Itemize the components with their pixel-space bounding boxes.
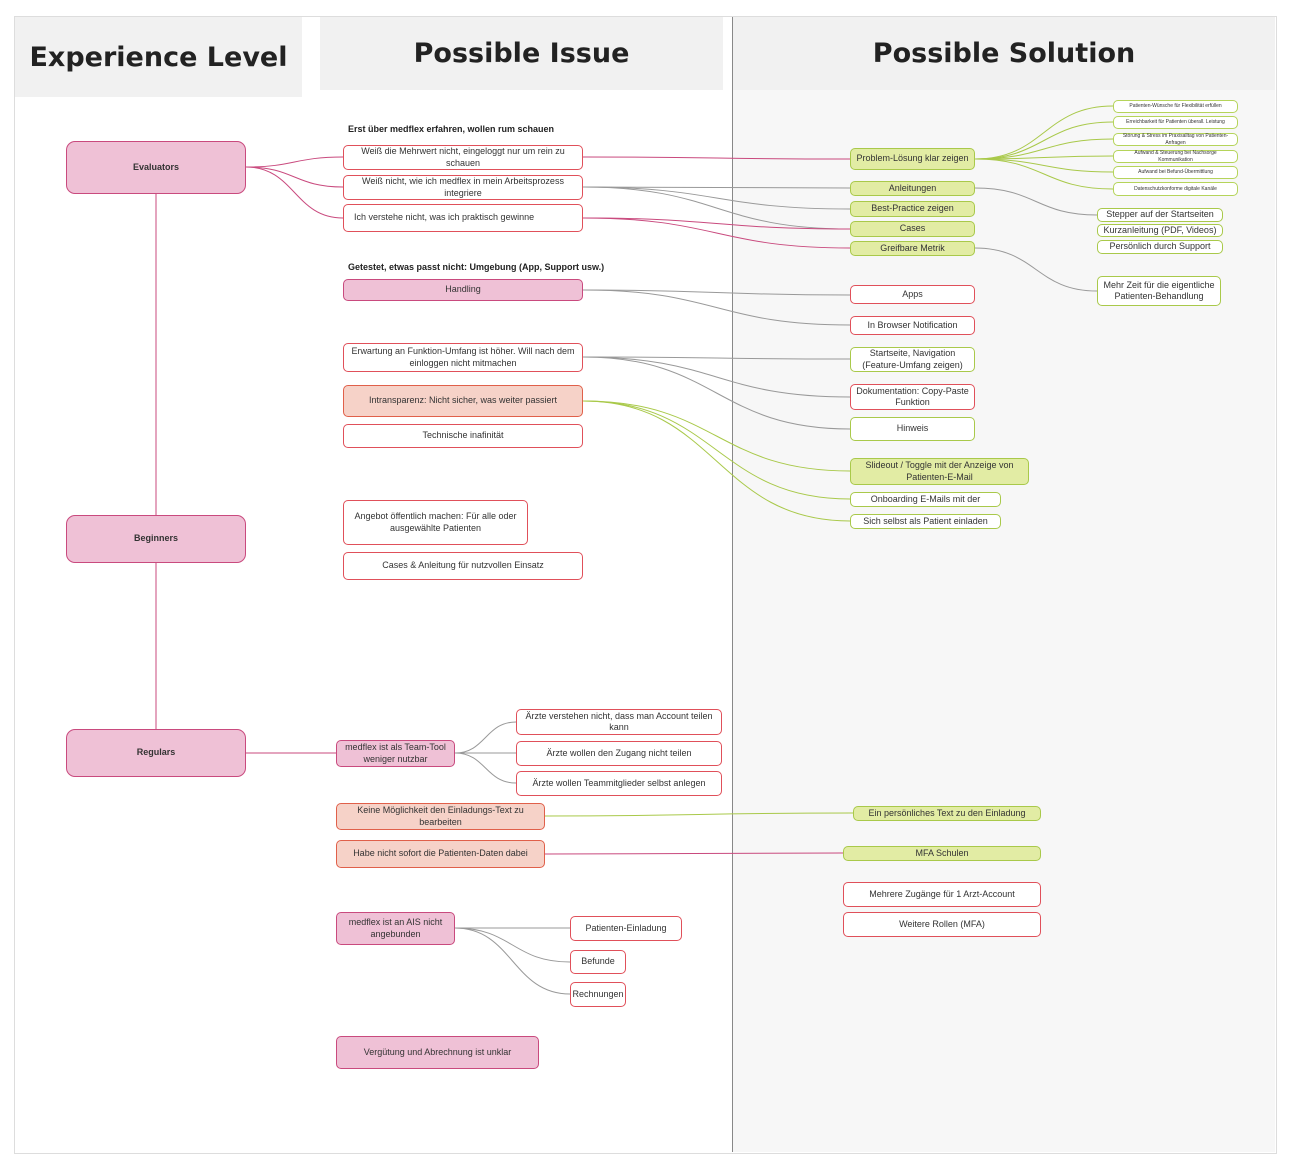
connector-line [454,927,571,995]
solution-area [733,90,1275,1152]
connector-line [974,105,1114,160]
connector-line [974,158,1114,190]
column-divider [732,17,733,1152]
benefit-node[interactable]: Aufwand bei Befund-Übermittlung [1113,166,1238,179]
issue-node[interactable]: Erwartung an Funktion-Umfang ist höher. … [343,343,583,372]
connector-line [582,186,851,230]
issue-node[interactable]: Befunde [570,950,626,974]
solution-node[interactable]: Problem-Lösung klar zeigen [850,148,975,170]
solution-node[interactable]: In Browser Notification [850,316,975,335]
issue-node[interactable]: medflex ist an AIS nicht angebunden [336,912,455,945]
solution-node[interactable]: Greifbare Metrik [850,241,975,256]
solution-node[interactable]: Persönlich durch Support [1097,240,1223,254]
benefit-node[interactable]: Erreichbarkeit für Patienten überall. Le… [1113,116,1238,129]
issue-node[interactable]: Handling [343,279,583,301]
issue-node[interactable]: Habe nicht sofort die Patienten-Daten da… [336,840,545,868]
solution-node[interactable]: Apps [850,285,975,304]
connector-line [582,289,851,326]
connector-line [582,356,851,430]
connector-line [582,217,851,249]
connector-line [544,852,844,855]
level-beginners[interactable]: Beginners [66,515,246,563]
solution-node[interactable]: Mehr Zeit für die eigentliche Patienten-… [1097,276,1221,306]
issue-node[interactable]: Patienten-Einladung [570,916,682,941]
issue-node[interactable]: Weiß die Mehrwert nicht, eingeloggt nur … [343,145,583,170]
solution-node[interactable]: Stepper auf der Startseiten [1097,208,1223,222]
issue-node[interactable]: Angebot öffentlich machen: Für alle oder… [343,500,528,545]
issue-node[interactable]: Ärzte verstehen nicht, dass man Account … [516,709,722,735]
header-possible-issue: Possible Issue [320,17,723,90]
level-regulars[interactable]: Regulars [66,729,246,777]
section-label-evaluators: Erst über medflex erfahren, wollen rum s… [348,124,555,134]
connector-line [245,156,344,168]
connector-line [974,247,1098,292]
solution-node[interactable]: Sich selbst als Patient einladen [850,514,1001,529]
connector-line [582,186,851,210]
issue-node[interactable]: Ärzte wollen den Zugang nicht teilen [516,741,722,766]
solution-node[interactable]: Cases [850,221,975,237]
connector-line [582,156,851,160]
connector-line [974,121,1114,160]
connector-line [582,217,851,230]
issue-node[interactable]: Cases & Anleitung für nutzvollen Einsatz [343,552,583,580]
issue-node[interactable]: Vergütung und Abrechnung ist unklar [336,1036,539,1069]
issue-node[interactable]: Keine Möglichkeit den Einladungs-Text zu… [336,803,545,830]
solution-node[interactable]: Mehrere Zugänge für 1 Arzt-Account [843,882,1041,907]
connector-line [582,400,851,522]
solution-node[interactable]: Slideout / Toggle mit der Anzeige von Pa… [850,458,1029,485]
solution-node[interactable]: Hinweis [850,417,975,441]
solution-node[interactable]: MFA Schulen [843,846,1041,861]
issue-node[interactable]: Technische inafinität [343,424,583,448]
connector-line [544,812,854,817]
connector-line [582,356,851,398]
solution-node[interactable]: Anleitungen [850,181,975,196]
issue-node[interactable]: Ich verstehe nicht, was ich praktisch ge… [343,204,583,232]
solution-node[interactable]: Kurzanleitung (PDF, Videos) [1097,224,1223,237]
benefit-node[interactable]: Aufwand & Steuerung bei Nachsorge Kommun… [1113,150,1238,163]
solution-node[interactable]: Weitere Rollen (MFA) [843,912,1041,937]
solution-node[interactable]: Best-Practice zeigen [850,201,975,217]
connector-line [582,356,851,360]
solution-node[interactable]: Ein persönliches Text zu den Einladung [853,806,1041,821]
header-experience-level: Experience Level [15,17,302,97]
connector-line [582,400,851,500]
connector-line [245,166,344,219]
issue-node[interactable]: Ärzte wollen Teammitglieder selbst anleg… [516,771,722,796]
connector-line [582,289,851,296]
connector-line [974,138,1114,160]
solution-node[interactable]: Onboarding E-Mails mit der [850,492,1001,507]
connector-line [454,927,571,963]
issue-node[interactable]: medflex ist als Team-Tool weniger nutzba… [336,740,455,767]
connector-line [974,158,1114,173]
solution-node[interactable]: Startseite, Navigation (Feature-Umfang z… [850,347,975,372]
connector-line [245,166,344,188]
level-evaluators[interactable]: Evaluators [66,141,246,194]
header-possible-solution: Possible Solution [733,17,1275,90]
connector-line [974,187,1098,216]
connector-line [582,400,851,472]
benefit-node[interactable]: Patienten-Wünsche für Flexibilität erfül… [1113,100,1238,113]
connector-line [454,752,517,784]
connector-line [974,155,1114,160]
issue-node[interactable]: Rechnungen [570,982,626,1007]
connector-line [582,186,851,189]
section-label-tested: Getestet, etwas passt nicht: Umgebung (A… [348,262,605,272]
issue-node[interactable]: Weiß nicht, wie ich medflex in mein Arbe… [343,175,583,200]
benefit-node[interactable]: Datenschutzkonforme digitale Kanäle [1113,182,1238,196]
connector-line [454,721,517,754]
benefit-node[interactable]: Störung & Stress im Praxisalltag von Pat… [1113,133,1238,146]
solution-node[interactable]: Dokumentation: Copy-Paste Funktion [850,384,975,410]
issue-node[interactable]: Intransparenz: Nicht sicher, was weiter … [343,385,583,417]
